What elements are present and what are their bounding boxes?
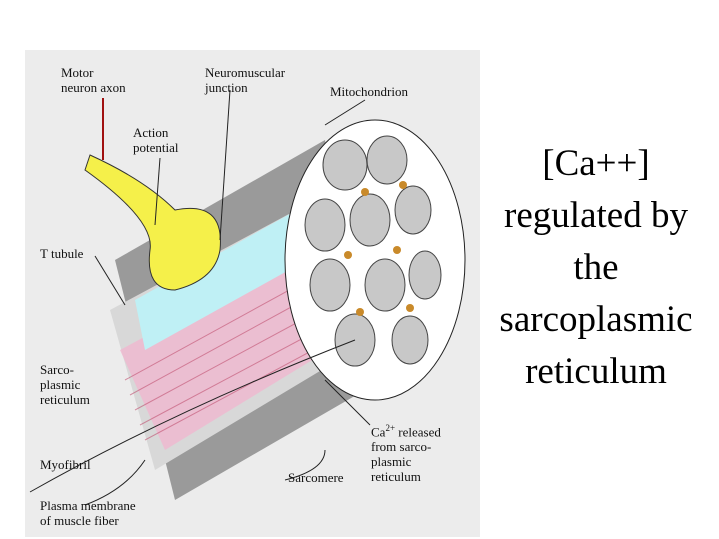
muscle-fiber-diagram: Motor neuron axon Neuromuscular junction… [25, 50, 480, 537]
title-line: regulated by [504, 195, 688, 236]
muscle-fiber-illustration [29, 89, 466, 506]
label-ca-released: Ca2+ released from sarco- plasmic reticu… [371, 423, 441, 485]
label-mitochondrion: Mitochondrion [330, 84, 408, 99]
label-motor-neuron-axon: Motor neuron axon [61, 65, 126, 95]
label-neuromuscular-junction: Neuromuscular junction [205, 65, 286, 95]
title-line: the [573, 247, 619, 288]
label-sarcomere: Sarcomere [288, 470, 344, 485]
slide-title: [Ca++] regulated by the sarcoplasmic ret… [476, 138, 716, 398]
motor-neuron-shape [84, 154, 221, 291]
label-sarcoplasmic-reticulum: Sarco- plasmic reticulum [40, 362, 90, 407]
sarcoplasmic-reticulum-shape [135, 200, 325, 350]
title-line: reticulum [525, 351, 667, 392]
label-t-tubule: T tubule [40, 246, 84, 261]
label-action-potential: Action potential [133, 125, 179, 155]
label-plasma-membrane: Plasma membrane of muscle fiber [40, 498, 136, 528]
label-myofibril: Myofibril [40, 457, 91, 472]
title-line: sarcoplasmic [499, 299, 693, 340]
title-line: [Ca++] [542, 143, 650, 184]
